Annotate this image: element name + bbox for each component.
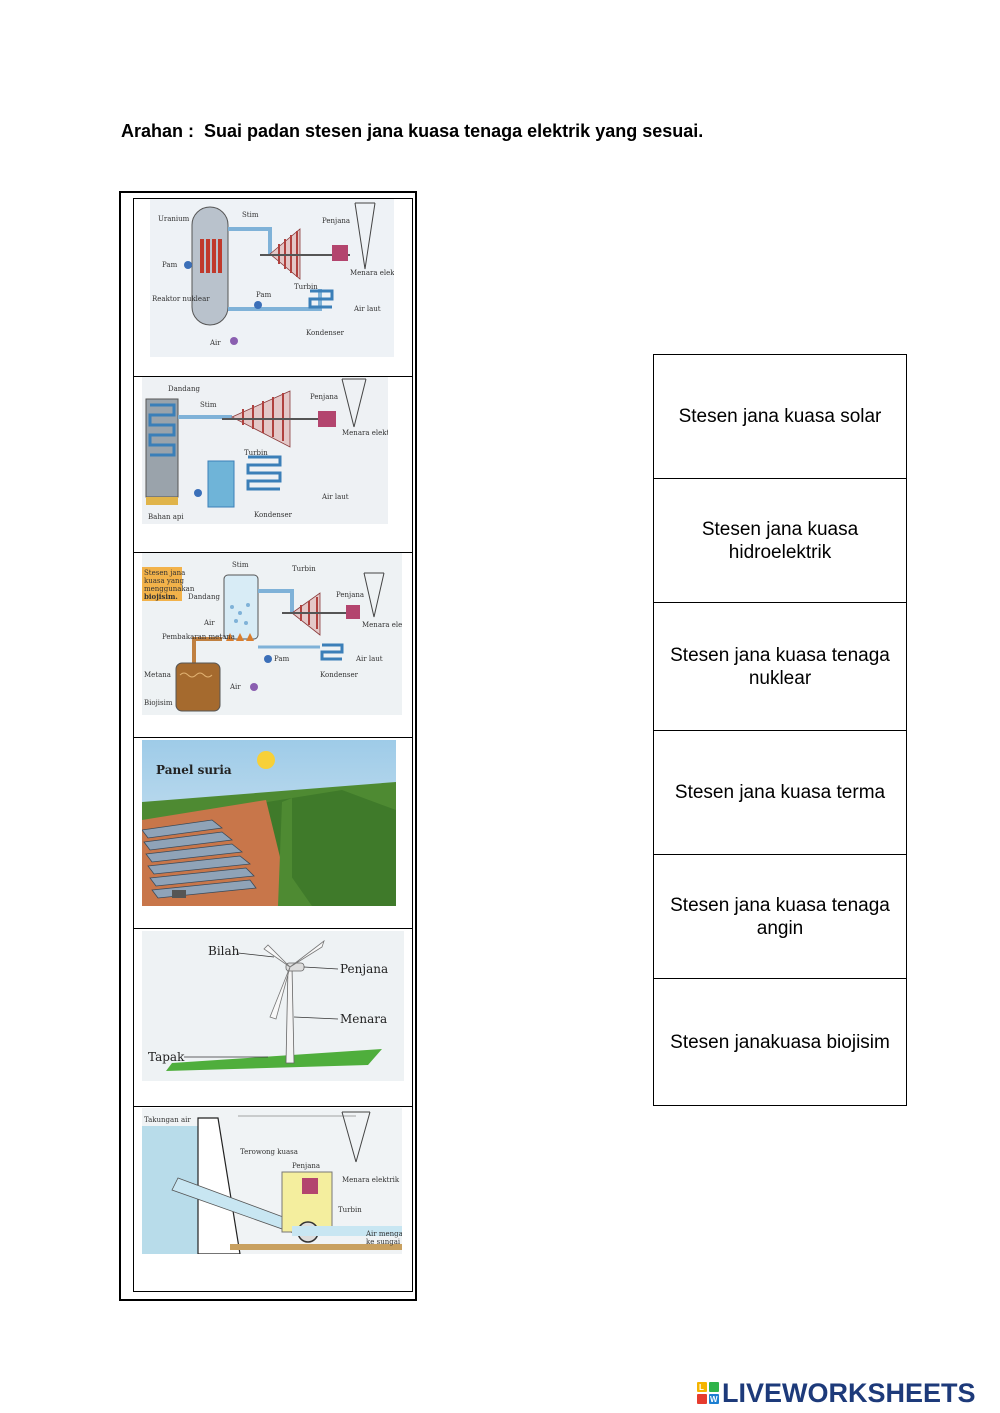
svg-text:Panel suria: Panel suria (156, 763, 232, 777)
svg-text:Air laut: Air laut (353, 305, 381, 313)
image-divider (133, 928, 413, 929)
svg-text:Penjana: Penjana (336, 591, 364, 599)
wind-turbine-diagram: Bilah Penjana Menara Tapak (142, 931, 404, 1081)
svg-text:Air mengalir: Air mengalir (365, 1230, 402, 1238)
svg-text:ke sungai: ke sungai (366, 1238, 401, 1246)
svg-text:Dandang: Dandang (188, 593, 220, 601)
svg-text:Air: Air (209, 339, 221, 347)
svg-text:Pam: Pam (274, 655, 290, 663)
options-table: Stesen jana kuasa solar Stesen jana kuas… (653, 354, 907, 1106)
svg-text:Menara elektrik: Menara elektrik (342, 1176, 400, 1184)
svg-text:biojisim.: biojisim. (144, 592, 178, 601)
svg-text:Kondenser: Kondenser (254, 511, 293, 519)
image-divider (133, 376, 413, 377)
svg-text:Pam: Pam (162, 261, 178, 269)
svg-text:Kondenser: Kondenser (320, 671, 359, 679)
svg-text:Dandang: Dandang (168, 385, 200, 393)
svg-text:Stim: Stim (200, 401, 217, 409)
hydroelectric-station-diagram: Takungan air Terowong kuasa Penjana Mena… (142, 1108, 402, 1254)
option-wind[interactable]: Stesen jana kuasa tenaga angin (654, 855, 906, 979)
svg-text:Uranium: Uranium (158, 215, 190, 223)
biomass-note: Stesen jana (144, 569, 185, 577)
option-nuclear[interactable]: Stesen jana kuasa tenaga nuklear (654, 603, 906, 731)
svg-text:Penjana: Penjana (322, 217, 350, 225)
option-thermal[interactable]: Stesen jana kuasa terma (654, 731, 906, 855)
svg-text:W: W (710, 1395, 718, 1404)
image-column-outer-frame (119, 191, 417, 1301)
svg-text:Air laut: Air laut (321, 493, 349, 501)
svg-text:Reaktor nuklear: Reaktor nuklear (152, 295, 210, 303)
svg-text:Stim: Stim (232, 561, 249, 569)
svg-text:Bilah: Bilah (208, 944, 240, 958)
svg-text:Tapak: Tapak (148, 1050, 185, 1064)
svg-text:Pam: Pam (256, 291, 272, 299)
image-divider (133, 552, 413, 553)
svg-text:Turbin: Turbin (244, 449, 268, 457)
svg-text:L: L (699, 1383, 704, 1392)
svg-text:Metana: Metana (144, 671, 171, 679)
svg-text:Pembakaran metana: Pembakaran metana (162, 633, 235, 641)
liveworksheets-wordmark: LIVEWORKSHEETS (722, 1377, 976, 1408)
svg-text:Penjana: Penjana (292, 1162, 320, 1170)
svg-text:Penjana: Penjana (340, 962, 388, 976)
svg-text:Bahan api: Bahan api (148, 513, 184, 521)
svg-text:Terowong kuasa: Terowong kuasa (240, 1148, 298, 1156)
svg-text:Turbin: Turbin (294, 283, 318, 291)
liveworksheets-logo-icon: L W (697, 1382, 719, 1404)
biomass-station-diagram: Stesen jana kuasa yang menggunakan bioji… (142, 553, 402, 715)
image-divider (133, 1106, 413, 1107)
svg-text:Menara elektrik: Menara elektrik (362, 621, 402, 629)
svg-text:Air laut: Air laut (355, 655, 383, 663)
svg-text:Menara: Menara (340, 1012, 387, 1026)
svg-text:Air: Air (203, 619, 215, 627)
svg-text:Air: Air (229, 683, 241, 691)
svg-text:Penjana: Penjana (310, 393, 338, 401)
svg-text:Turbin: Turbin (338, 1206, 362, 1214)
image-column-inner-frame (133, 198, 413, 1292)
instruction-text: Arahan : Suai padan stesen jana kuasa te… (121, 121, 704, 141)
image-divider (133, 737, 413, 738)
liveworksheets-brand: L W LIVEWORKSHEETS (697, 1378, 976, 1408)
option-solar[interactable]: Stesen jana kuasa solar (654, 355, 906, 479)
svg-text:Menara elektrik: Menara elektrik (350, 269, 394, 277)
option-hydroelectric[interactable]: Stesen jana kuasa hidroelektrik (654, 479, 906, 603)
solar-station-photo: Panel suria (142, 740, 396, 906)
svg-text:Stim: Stim (242, 211, 259, 219)
svg-text:menggunakan: menggunakan (144, 585, 195, 593)
svg-text:Turbin: Turbin (292, 565, 316, 573)
thermal-station-diagram: Dandang Stim Penjana Menara elektrik Tur… (142, 377, 388, 524)
nuclear-station-diagram: Uranium Stim Penjana Pam Menara elektrik… (150, 199, 394, 357)
svg-text:Biojisim: Biojisim (144, 699, 173, 707)
svg-text:Kondenser: Kondenser (306, 329, 345, 337)
svg-text:Menara elektrik: Menara elektrik (342, 429, 388, 437)
svg-text:kuasa yang: kuasa yang (144, 577, 185, 585)
svg-text:Takungan air: Takungan air (144, 1116, 191, 1124)
option-biomass[interactable]: Stesen janakuasa biojisim (670, 1031, 890, 1053)
